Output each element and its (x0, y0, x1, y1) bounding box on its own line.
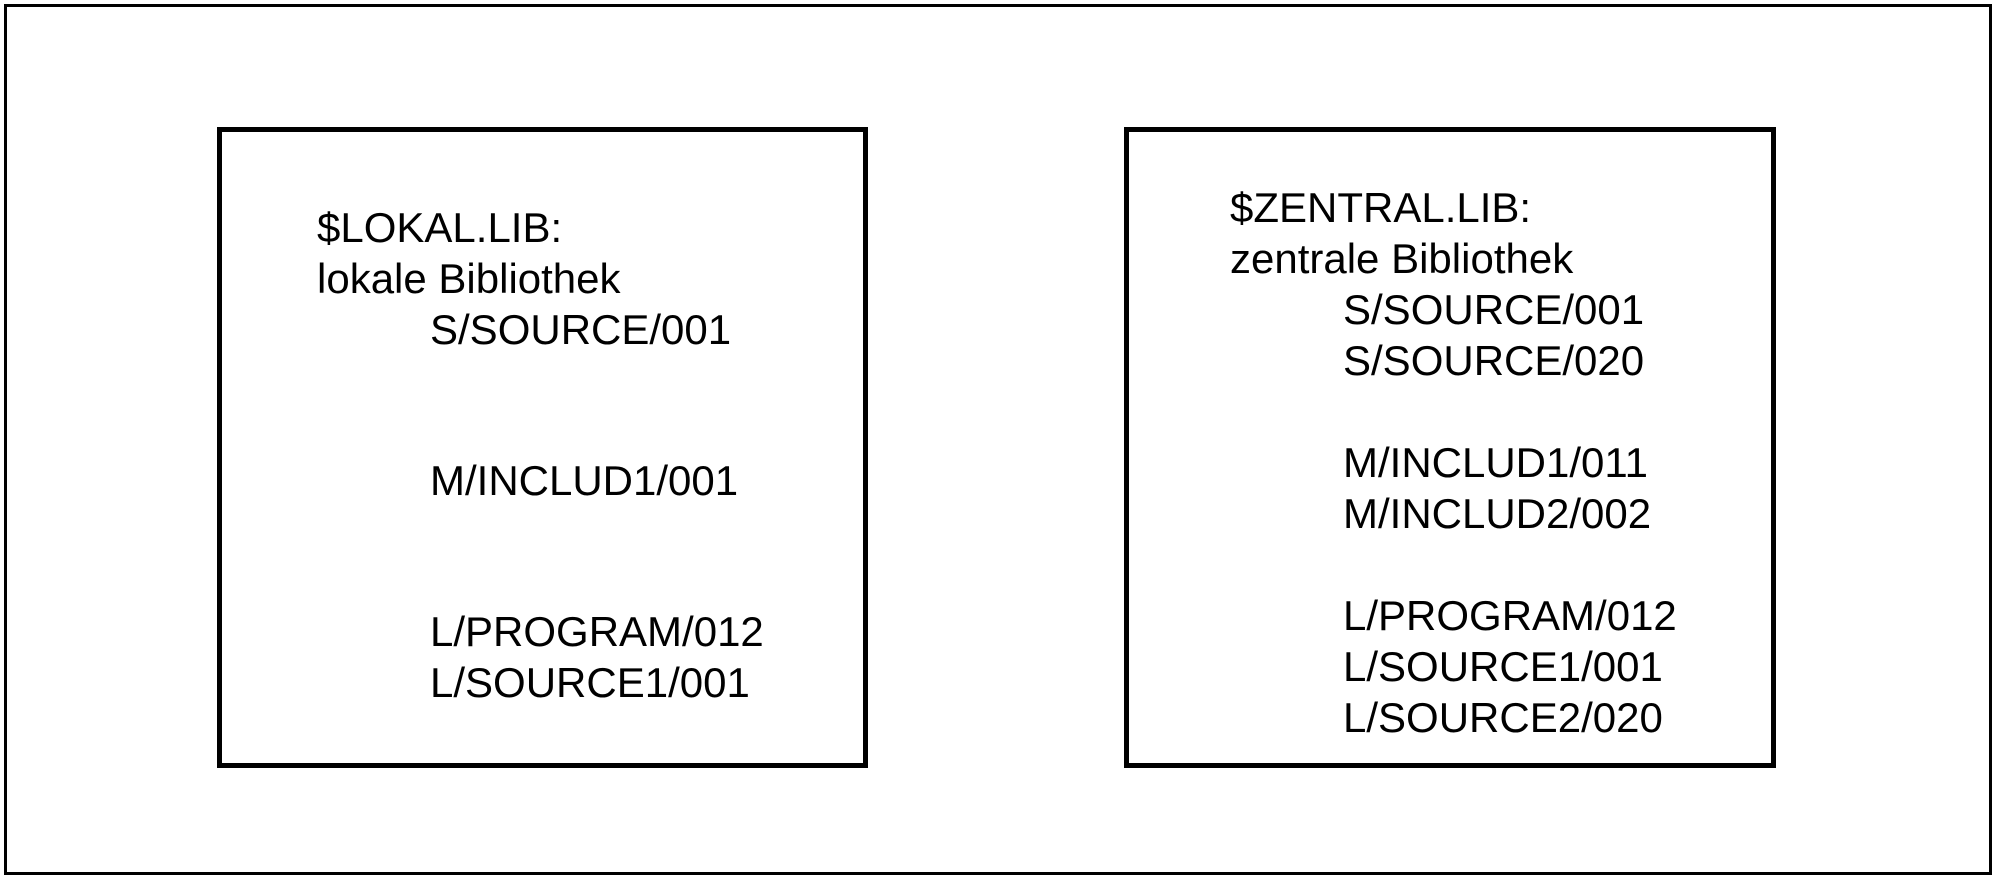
member-line: M/INCLUD2/002 (1343, 490, 1652, 537)
local-library-box: $LOKAL.LIB: lokale Bibliothek S/SOURCE/0… (217, 127, 868, 768)
member-line: L/SOURCE1/001 (1343, 643, 1663, 690)
member-line: L/SOURCE2/020 (1343, 694, 1663, 741)
central-library-box: $ZENTRAL.LIB: zentrale Bibliothek S/SOUR… (1124, 127, 1776, 768)
member-line: M/INCLUD1/011 (1343, 439, 1648, 486)
local-library-description: lokale Bibliothek (317, 255, 621, 302)
central-library-name: $ZENTRAL.LIB: (1230, 184, 1532, 231)
member-line: M/INCLUD1/001 (430, 457, 739, 504)
member-line: S/SOURCE/001 (430, 306, 732, 353)
local-library-name: $LOKAL.LIB: (317, 204, 563, 251)
member-line: S/SOURCE/020 (1343, 337, 1645, 384)
member-line: L/PROGRAM/012 (430, 608, 764, 655)
central-library-description: zentrale Bibliothek (1230, 235, 1574, 282)
member-line: L/PROGRAM/012 (1343, 592, 1677, 639)
member-line: L/SOURCE1/001 (430, 659, 750, 706)
outer-frame (4, 4, 1992, 875)
member-line: S/SOURCE/001 (1343, 286, 1645, 333)
